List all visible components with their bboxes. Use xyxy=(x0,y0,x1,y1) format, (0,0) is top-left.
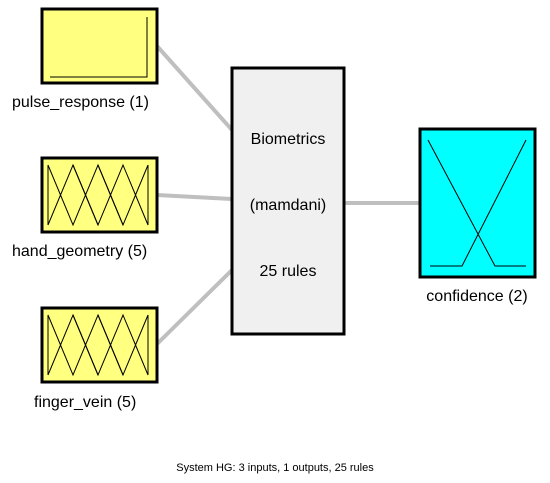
connectors xyxy=(155,44,420,346)
system-name: Biometrics xyxy=(251,131,326,148)
input-label-pulse-response: pulse_response (1) xyxy=(12,94,149,111)
input-box-hand-geometry[interactable] xyxy=(40,156,159,234)
step-mf-icon xyxy=(50,17,148,78)
input-box-pulse-response[interactable] xyxy=(40,7,159,85)
input-finger-vein[interactable]: finger_vein (5) xyxy=(34,306,159,411)
system-caption: System HG: 3 inputs, 1 outputs, 25 rules xyxy=(176,462,374,474)
input-box-finger-vein[interactable] xyxy=(40,306,159,384)
output-confidence[interactable]: confidence (2) xyxy=(418,127,537,305)
input-label-hand-geometry: hand_geometry (5) xyxy=(12,243,147,260)
input-hand-geometry[interactable]: hand_geometry (5) xyxy=(12,156,159,260)
input-pulse-response[interactable]: pulse_response (1) xyxy=(12,7,159,111)
connector-pulse-response xyxy=(155,44,234,132)
connector-finger-vein xyxy=(155,268,234,346)
system-block[interactable]: Biometrics (mamdani) 25 rules xyxy=(230,66,346,336)
system-box[interactable] xyxy=(230,66,346,336)
output-box-confidence[interactable] xyxy=(418,127,537,279)
output-label-confidence: confidence (2) xyxy=(426,288,527,305)
crossing-mfs-icon xyxy=(427,139,527,267)
connector-hand-geometry xyxy=(156,193,233,201)
system-type: (mamdani) xyxy=(250,197,326,214)
triangle-mfs-icon xyxy=(47,163,149,227)
triangle-mfs-icon xyxy=(47,313,149,377)
system-rules: 25 rules xyxy=(260,263,317,280)
input-label-finger-vein: finger_vein (5) xyxy=(34,394,136,411)
